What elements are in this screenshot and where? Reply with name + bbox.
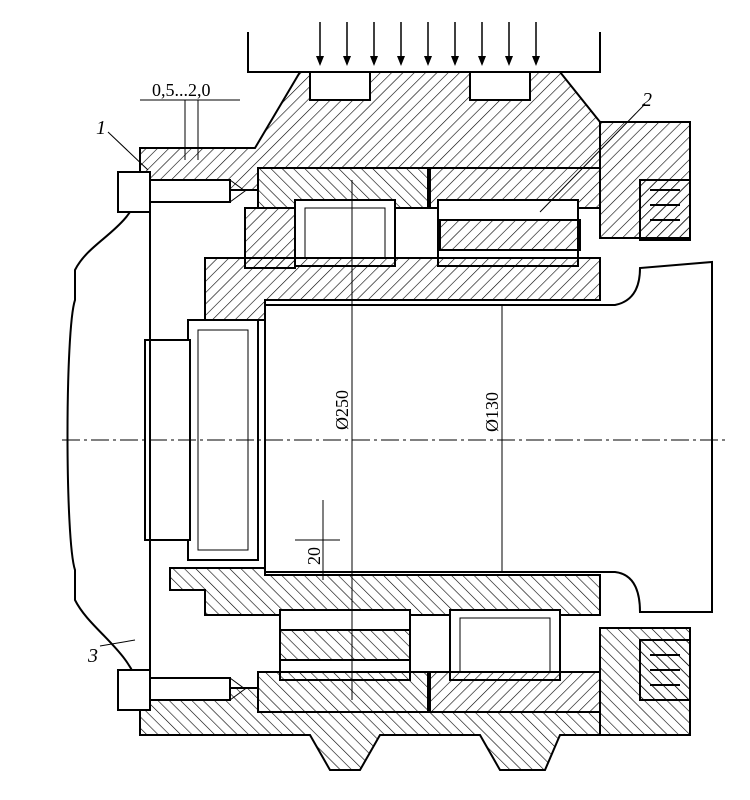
load-arrow-head [505,56,513,66]
bolt-bottom [117,669,246,711]
bearing-inner-ring-bottom [169,567,601,616]
load-arrow-head [370,56,378,66]
roller-bottom-right [449,609,561,681]
leader-3 [99,639,136,647]
load-arrow-head [397,56,405,66]
gap-dimension-text: 0,5...2,0 [152,80,211,100]
bore-diameter-text: Ø250 [332,390,352,430]
bearing-outer-ring-bottom [257,671,601,713]
load-arrow-head [316,56,324,66]
part-label-1: 1 [96,117,106,139]
roller-top-left [294,199,396,267]
load-arrow-head [532,56,540,66]
part-label-2: 2 [642,89,652,111]
shaft [264,260,713,613]
roller-top-right [437,199,581,267]
labyrinth-seal-top [639,179,691,241]
load-arrow-head [424,56,432,66]
housing-top [139,71,691,239]
shaft-diameter-text: Ø130 [482,392,502,432]
part-label-3: 3 [87,645,98,667]
labyrinth-seal-bottom [639,639,691,701]
leader-1 [107,131,149,171]
end-cover [66,189,151,691]
bolt-top [117,171,246,213]
diameter-dimensions [295,180,503,700]
leader-2 [539,103,646,213]
load-arrows [247,22,601,73]
offset-text: 20 [304,547,324,565]
load-arrow-head [343,56,351,66]
load-arrow-head [478,56,486,66]
load-arrow-head [451,56,459,66]
roller-bottom-left [279,609,411,681]
gap-dimension [140,99,240,160]
